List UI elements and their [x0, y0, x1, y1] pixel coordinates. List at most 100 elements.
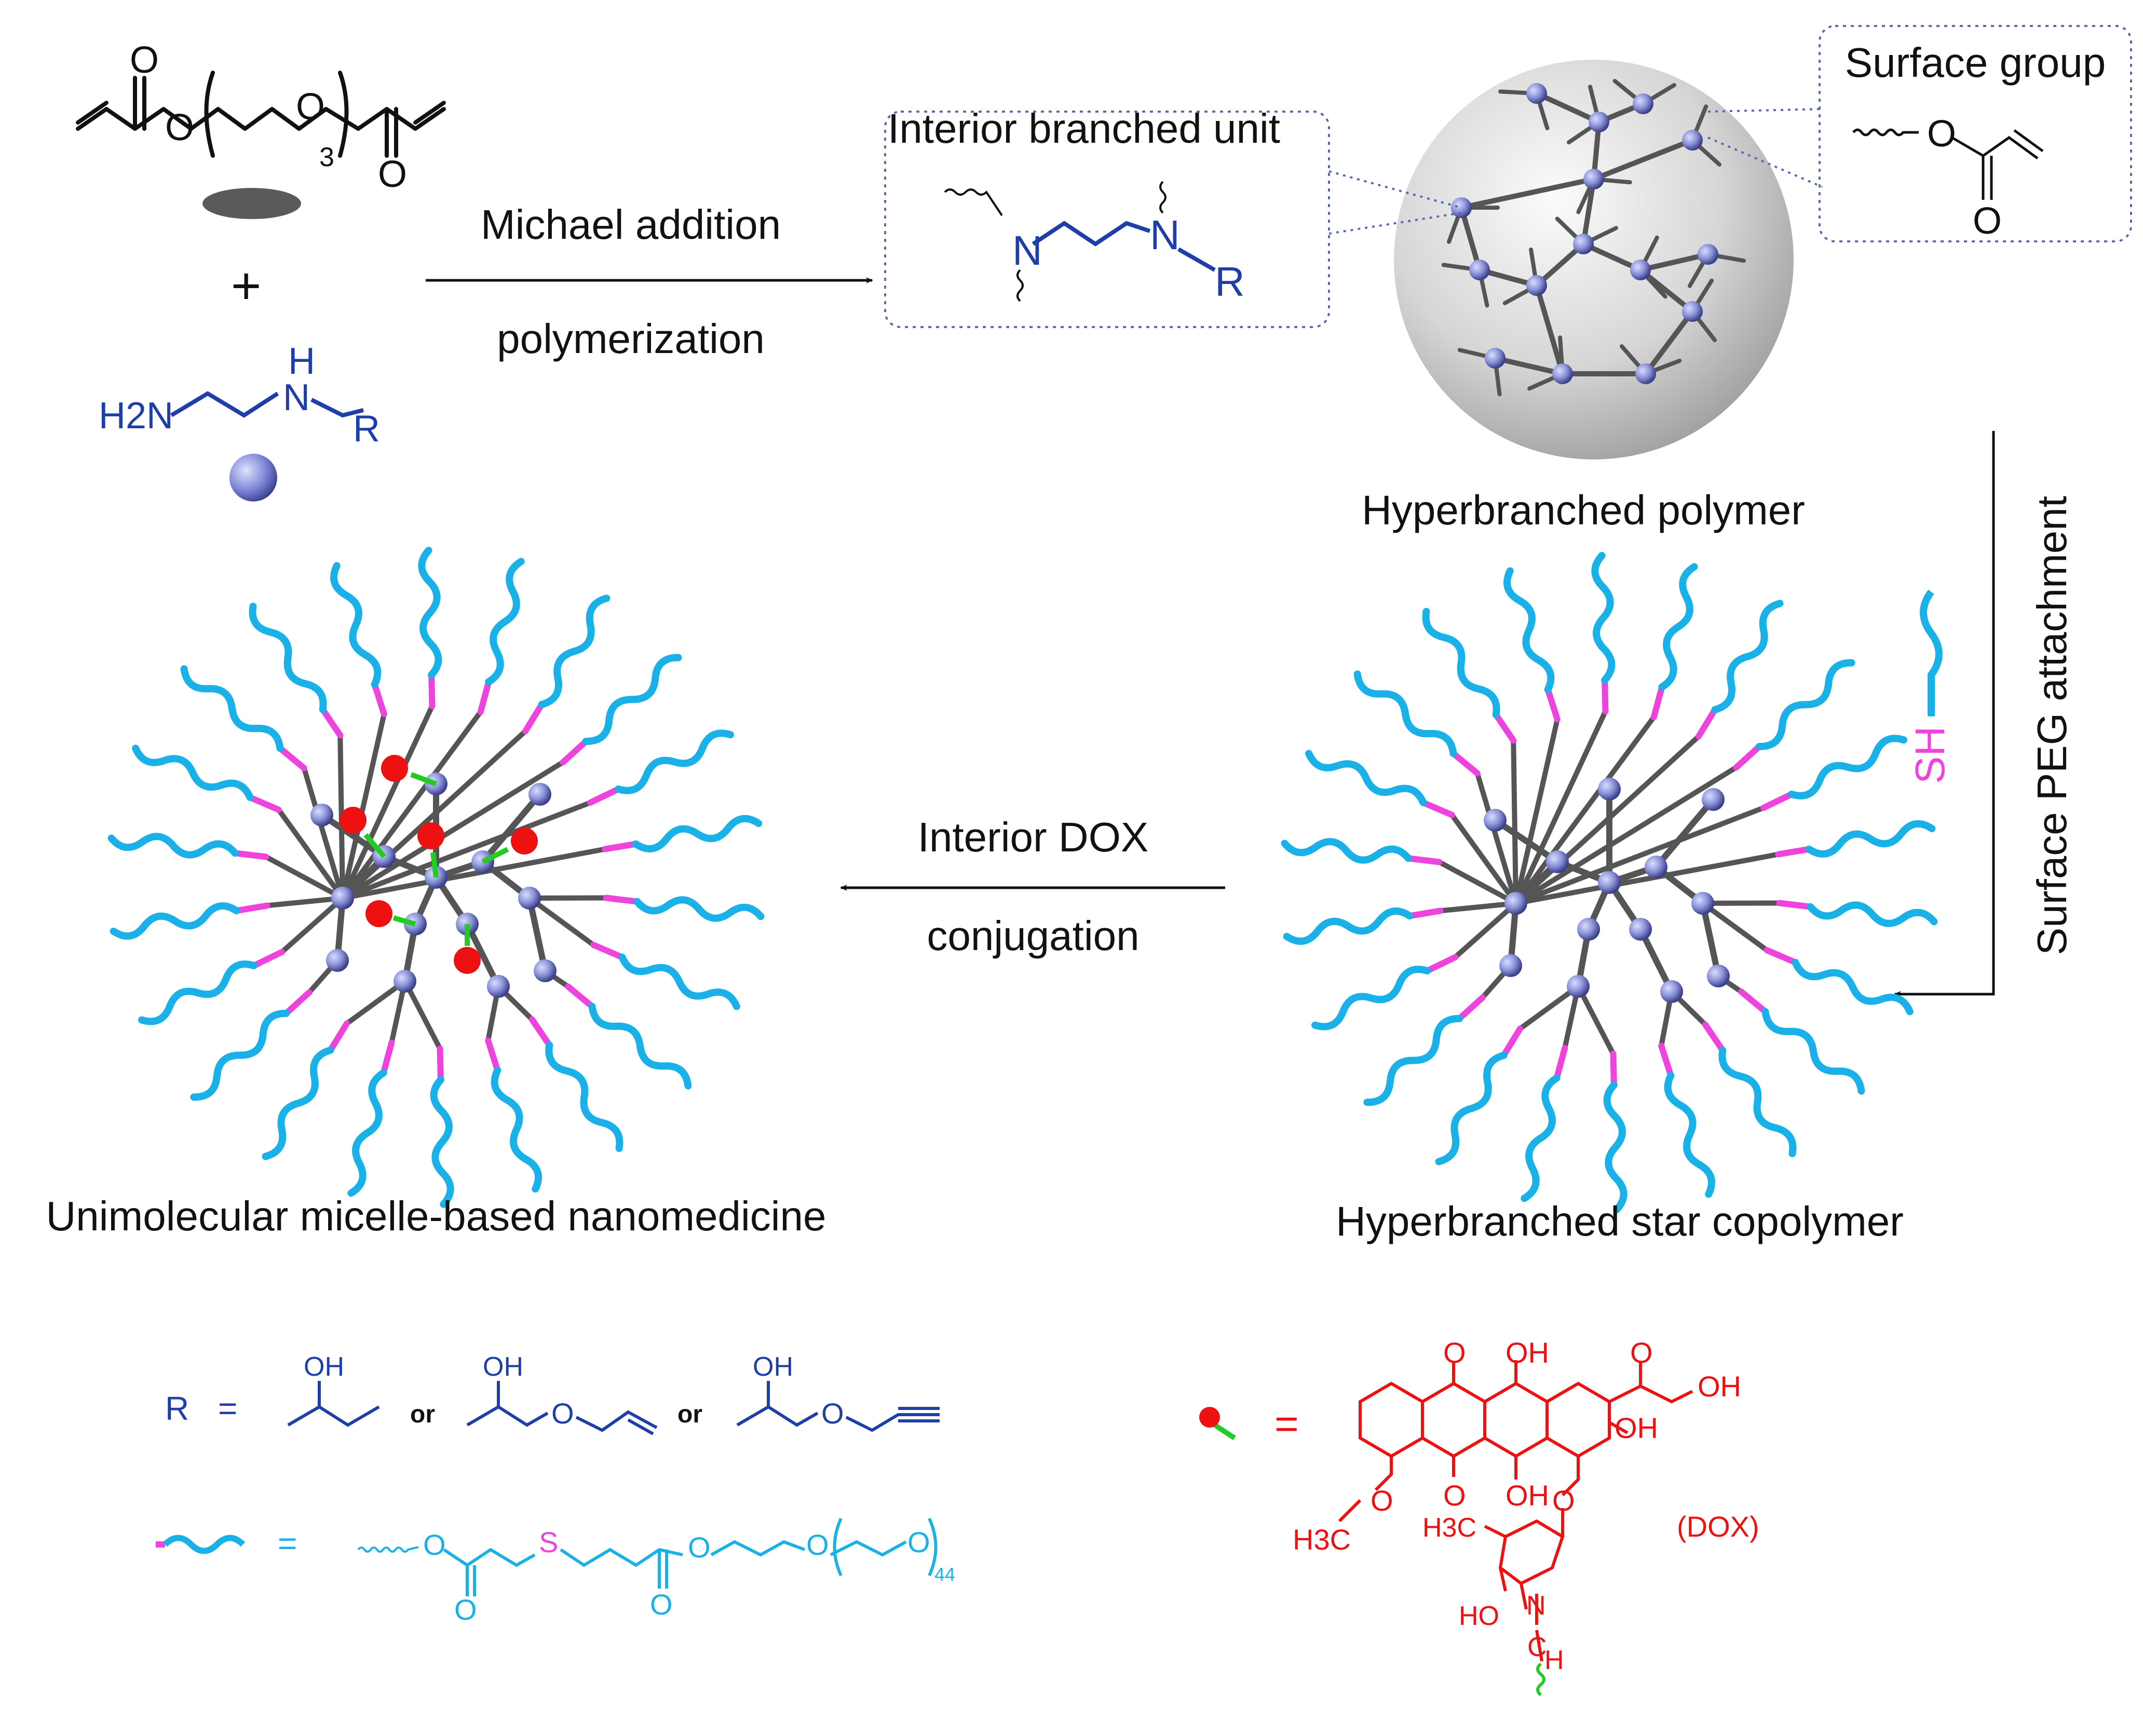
- step1-label-top: Michael addition: [481, 201, 781, 248]
- branch-node: [310, 804, 333, 826]
- interior-n1: N: [1012, 227, 1042, 274]
- peg-chain: [1807, 901, 1938, 927]
- arm-stem: [1517, 984, 1581, 1032]
- r-option-1-oh: OH: [304, 1352, 344, 1382]
- linker: [602, 840, 639, 852]
- peg-chain: [180, 665, 284, 752]
- branch-node: [1633, 93, 1653, 114]
- dox-o-glycoside: O: [1552, 1484, 1575, 1517]
- amine-ball-symbol: [229, 454, 277, 501]
- linker: [528, 1016, 553, 1049]
- peg-chain: [614, 729, 734, 794]
- callout-line-surface-top: [1707, 108, 1823, 113]
- peg-chain: [430, 1076, 454, 1208]
- linker: [1760, 791, 1795, 811]
- polymer-bond: [1581, 241, 1643, 273]
- linker: [380, 1039, 395, 1076]
- arm-stem: [1511, 738, 1518, 906]
- peg-chain: [330, 562, 382, 688]
- linker: [232, 850, 269, 860]
- r-legend-symbol: R: [165, 1390, 189, 1427]
- peg-chain: [190, 1010, 290, 1101]
- peg-chain: [1311, 966, 1431, 1030]
- star-copolymer-caption: Hyperbranched star copolymer: [1336, 1198, 1904, 1244]
- plus-sign: +: [231, 257, 261, 315]
- surface-group-o-carbonyl: O: [1973, 200, 2002, 242]
- linker: [522, 701, 545, 735]
- linker: [560, 738, 589, 766]
- r-option-2-o: O: [551, 1397, 574, 1430]
- core-bond: [464, 921, 501, 989]
- arm-stem: [340, 711, 387, 901]
- peg-o5: O: [806, 1528, 829, 1561]
- polymer-bond: [1493, 356, 1565, 376]
- branch-node: [1589, 112, 1609, 132]
- polymer-bond: [1534, 283, 1565, 376]
- branch-node: [534, 959, 557, 982]
- dox-o-top: O: [1443, 1336, 1466, 1369]
- dox-ring-system: [1338, 1360, 1693, 1662]
- polymer-bond: [1534, 91, 1602, 125]
- linker: [1493, 711, 1517, 744]
- peg-attachment-arrow: [1894, 431, 1995, 997]
- peg-chain: [1281, 838, 1412, 864]
- linker: [1610, 1050, 1617, 1088]
- peg-chain: [1435, 1051, 1508, 1165]
- polymer-bond: [1581, 177, 1596, 247]
- linker: [327, 1020, 350, 1053]
- linker: [1456, 994, 1486, 1022]
- arm-stem: [276, 807, 345, 901]
- hyperbranched-star-copolymer: [1281, 552, 1938, 1213]
- dox-oh-ring: OH: [1615, 1412, 1658, 1444]
- peg-legend: = O O S O O O O 44: [156, 1517, 955, 1626]
- branch-node: [1702, 788, 1725, 811]
- dox-o-methoxy: O: [1371, 1484, 1393, 1517]
- peg-s: S: [539, 1526, 558, 1558]
- dox-drug: [511, 828, 538, 855]
- dox-h: H: [1544, 1645, 1564, 1675]
- linker: [1733, 743, 1762, 771]
- arm-stem: [1437, 901, 1518, 914]
- arm-stem: [1513, 805, 1766, 906]
- branch-node: [394, 970, 416, 993]
- peg-chain: [618, 953, 740, 1010]
- peg-chain: [1283, 907, 1414, 945]
- ether-o: O: [296, 86, 325, 128]
- arm-stem: [340, 703, 435, 901]
- branch-node: [1707, 965, 1730, 987]
- ester-o-left: O: [165, 107, 194, 148]
- step1-label-bottom: polymerization: [497, 316, 765, 362]
- peg-chain: [1658, 563, 1698, 691]
- core-bond: [1700, 900, 1721, 979]
- dox-bond: [392, 915, 416, 927]
- linker: [233, 902, 270, 914]
- peg-chain: [582, 654, 682, 745]
- branch-node: [326, 949, 349, 972]
- linker: [1775, 846, 1812, 858]
- linker: [590, 942, 626, 960]
- dox-o-bottom: O: [1443, 1479, 1466, 1512]
- dox-legend: = O OH O OH OH: [1199, 1336, 1759, 1697]
- arm-stem: [340, 800, 593, 901]
- dox-ho-sugar: HO: [1459, 1601, 1499, 1631]
- r-legend-equals: =: [218, 1390, 237, 1427]
- surface-group-o-ester: O: [1927, 113, 1956, 155]
- r-option-2-bonds: [466, 1405, 549, 1427]
- amine-h2n: H2N: [99, 395, 173, 437]
- peg-chain: [1761, 1008, 1865, 1095]
- peg-chain: [1591, 552, 1616, 684]
- arm-stem: [264, 896, 345, 908]
- linker: [1738, 988, 1769, 1015]
- arm-stem: [1474, 770, 1518, 906]
- dox-oh-side: OH: [1698, 1370, 1741, 1403]
- linker: [1764, 947, 1799, 966]
- branch-node: [1629, 918, 1652, 941]
- branch-node: [1660, 980, 1683, 1003]
- core-bond: [480, 791, 543, 865]
- dox-h3c-sugar: H3C: [1422, 1513, 1476, 1543]
- peg-repeat-subscript: 44: [934, 1564, 955, 1585]
- arm-stem: [1453, 901, 1518, 960]
- polymer-bond: [1643, 309, 1695, 376]
- dox-bond: [363, 833, 386, 859]
- peg-chain: [491, 1066, 542, 1193]
